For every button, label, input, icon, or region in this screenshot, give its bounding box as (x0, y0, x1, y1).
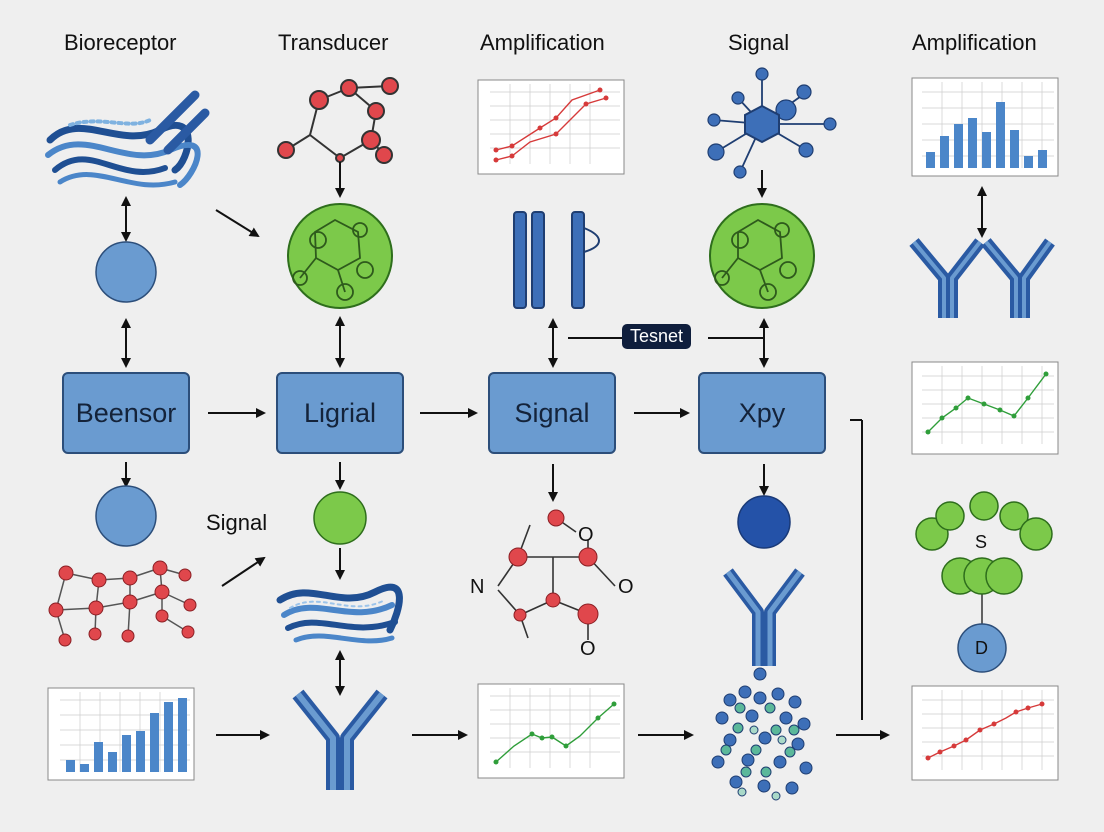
chemical-structure-icon (497, 509, 616, 640)
protein-ribbon-icon (45, 90, 210, 188)
line-chart-thumbnail-green (477, 683, 625, 779)
antibody-pair-icon (909, 238, 1055, 318)
column-title-amplification-2: Amplification (912, 30, 1037, 55)
side-label-signal: Signal (206, 510, 268, 535)
atom-label-o2: O (618, 576, 634, 598)
protein-complex-icon (711, 667, 813, 801)
molecule-network-icon (48, 560, 197, 647)
bar-chart-thumbnail (47, 687, 195, 781)
line-chart-thumbnail-red (477, 79, 625, 175)
bar-chart-thumbnail-2 (911, 77, 1059, 177)
receptor-node-icon (95, 241, 157, 303)
protein-ribbon-icon-2 (276, 583, 403, 644)
box-ligrial: Ligrial (276, 372, 404, 454)
receptor-node-icon-2 (95, 485, 157, 547)
box-signal: Signal (488, 372, 616, 454)
antibody-icon-2 (723, 568, 805, 666)
green-cell-icon (287, 203, 393, 309)
membrane-channel-icon (513, 211, 600, 309)
atom-label-o3: O (580, 638, 596, 660)
column-title-signal: Signal (728, 30, 790, 55)
column-title-amplification: Amplification (480, 30, 605, 55)
line-chart-thumbnail-red-2 (911, 685, 1059, 781)
box-xpy: Xpy (698, 372, 826, 454)
box-beensor: Beensor (62, 372, 190, 454)
antibody-icon (292, 689, 388, 790)
line-chart-thumbnail-green-2 (911, 361, 1059, 455)
green-node-icon (313, 491, 367, 545)
node-label-s: S (975, 532, 988, 552)
column-title-transducer: Transducer (278, 30, 389, 55)
column-title-bioreceptor: Bioreceptor (64, 30, 177, 55)
green-cell-icon-2 (709, 203, 815, 309)
tag-tesnet: Tesnet (622, 324, 692, 349)
atom-label-n: N (470, 576, 485, 598)
node-label-d: D (975, 638, 988, 658)
atom-label-o1: O (578, 524, 594, 546)
signal-hub-icon (707, 67, 837, 179)
transducer-molecule-icon (277, 77, 399, 164)
green-cluster-icon (915, 491, 1053, 673)
blue-node-icon (737, 495, 791, 549)
